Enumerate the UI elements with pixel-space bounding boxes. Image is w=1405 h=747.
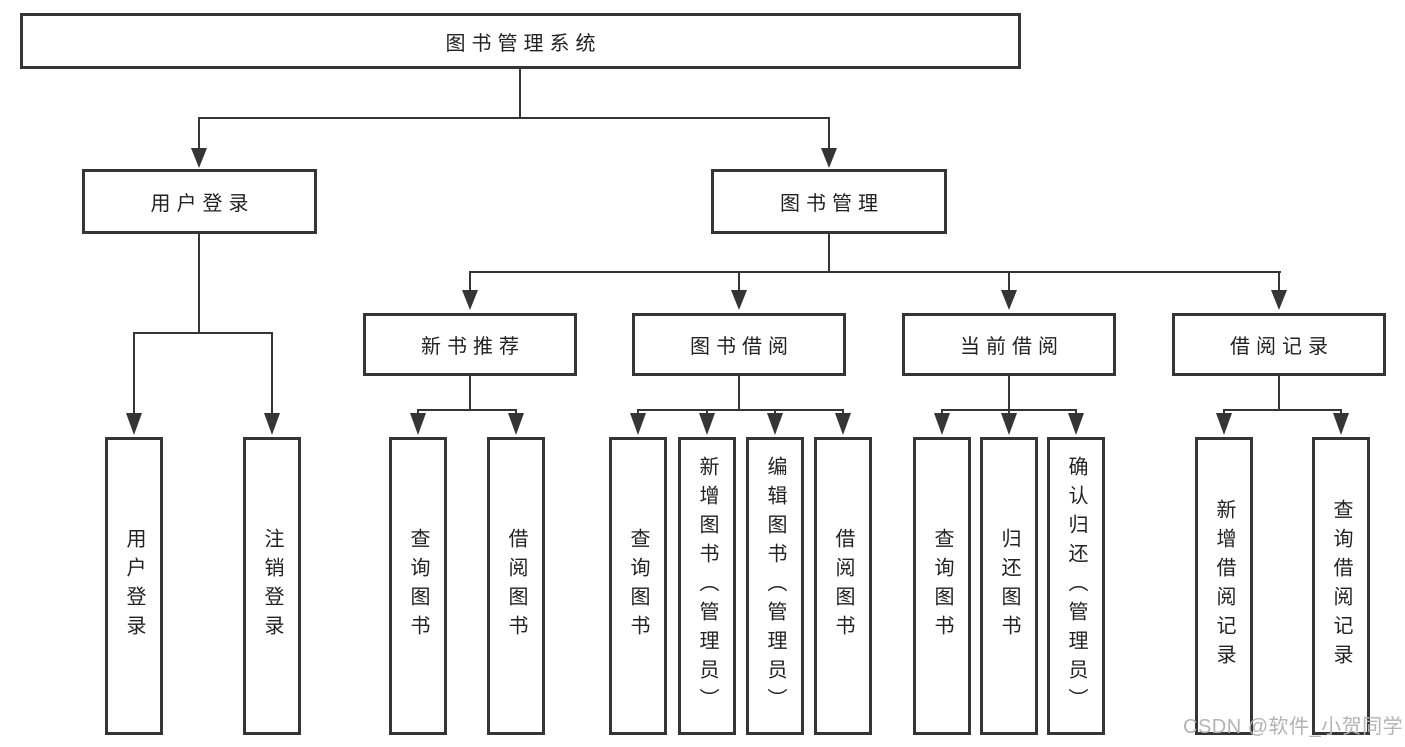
leaf-logout-label: 注销登录 xyxy=(261,528,283,644)
leaf-confirm-return-admin: 确认归还（管理员） xyxy=(1047,437,1105,735)
connector-stem-current-borrow xyxy=(1008,271,1010,291)
arrow-to-leaf-user-login xyxy=(126,413,142,435)
leaf-add-borrow-record-label: 新增借阅记录 xyxy=(1213,499,1235,673)
arrow-to-leaf-query-book-1 xyxy=(410,413,426,435)
node-book-borrow-label: 图书借阅 xyxy=(690,336,794,358)
connector-borrow-records-trunk xyxy=(1278,376,1280,411)
leaf-logout: 注销登录 xyxy=(243,437,301,735)
connector-root-trunk xyxy=(519,68,521,118)
leaf-query-book-1-label: 查询图书 xyxy=(407,528,429,644)
node-borrow-records: 借阅记录 xyxy=(1172,313,1386,376)
connector-stem-new-book xyxy=(469,271,471,291)
node-current-borrow: 当前借阅 xyxy=(902,313,1116,376)
leaf-borrow-book-2: 借阅图书 xyxy=(814,437,872,735)
arrow-to-leaf-borrow-book-1 xyxy=(508,413,524,435)
leaf-edit-book-admin: 编辑图书（管理员） xyxy=(746,437,804,735)
node-book-management: 图书管理 xyxy=(711,169,947,234)
arrow-to-leaf-add-borrow-record xyxy=(1216,413,1232,435)
connector-stem-leaf-logout xyxy=(271,332,273,414)
connector-new-book-rail xyxy=(417,409,517,411)
arrow-to-borrow-records xyxy=(1271,290,1287,310)
connector-book-borrow-rail xyxy=(637,409,844,411)
arrow-to-book-borrow xyxy=(731,290,747,310)
arrow-to-user-login xyxy=(191,148,207,168)
arrow-to-book-management xyxy=(821,148,837,168)
node-current-borrow-label: 当前借阅 xyxy=(960,336,1064,358)
arrow-to-leaf-logout xyxy=(264,413,280,435)
arrow-to-leaf-return-book xyxy=(1001,413,1017,435)
arrow-to-leaf-edit-book xyxy=(767,413,783,435)
node-book-borrow: 图书借阅 xyxy=(632,313,846,376)
arrow-to-leaf-add-book xyxy=(699,413,715,435)
connector-user-login-trunk xyxy=(198,234,200,333)
leaf-user-login: 用户登录 xyxy=(105,437,163,735)
leaf-confirm-return-admin-label: 确认归还（管理员） xyxy=(1065,455,1087,717)
leaf-query-book-3: 查询图书 xyxy=(913,437,971,735)
leaf-add-book-admin-label: 新增图书（管理员） xyxy=(696,455,718,717)
connector-borrow-records-rail xyxy=(1223,409,1342,411)
connector-level1-rail xyxy=(198,117,830,119)
connector-current-borrow-trunk xyxy=(1008,376,1010,411)
leaf-return-book: 归还图书 xyxy=(980,437,1038,735)
connector-user-login-rail xyxy=(133,332,273,334)
watermark-text: CSDN @软件_小贺同学 xyxy=(1183,716,1404,738)
leaf-edit-book-admin-label: 编辑图书（管理员） xyxy=(764,455,786,717)
arrow-to-new-book xyxy=(462,290,478,310)
node-new-book-recommend: 新书推荐 xyxy=(363,313,577,376)
node-root-label: 图书管理系统 xyxy=(445,32,602,55)
leaf-borrow-book-1-label: 借阅图书 xyxy=(505,528,527,644)
leaf-query-borrow-record: 查询借阅记录 xyxy=(1312,437,1370,735)
arrow-to-leaf-query-book-3 xyxy=(934,413,950,435)
node-user-login: 用户登录 xyxy=(82,169,317,234)
connector-stem-book-management xyxy=(828,117,830,150)
leaf-add-borrow-record: 新增借阅记录 xyxy=(1195,437,1253,735)
leaf-return-book-label: 归还图书 xyxy=(998,528,1020,644)
connector-stem-book-borrow xyxy=(738,271,740,291)
leaf-user-login-label: 用户登录 xyxy=(123,528,145,644)
node-book-management-label: 图书管理 xyxy=(780,193,884,215)
arrow-to-current-borrow xyxy=(1001,290,1017,310)
node-borrow-records-label: 借阅记录 xyxy=(1230,336,1334,358)
leaf-borrow-book-1: 借阅图书 xyxy=(487,437,545,735)
node-new-book-recommend-label: 新书推荐 xyxy=(421,336,525,358)
connector-stem-user-login xyxy=(198,117,200,150)
connector-stem-leaf-user-login xyxy=(133,332,135,414)
connector-level2-rail xyxy=(469,271,1281,273)
arrow-to-leaf-borrow-book-2 xyxy=(835,413,851,435)
leaf-query-book-2-label: 查询图书 xyxy=(627,528,649,644)
node-user-login-label: 用户登录 xyxy=(150,193,255,215)
connector-book-borrow-trunk xyxy=(738,376,740,411)
leaf-query-book-1: 查询图书 xyxy=(389,437,447,735)
leaf-borrow-book-2-label: 借阅图书 xyxy=(832,528,854,644)
connector-stem-borrow-records xyxy=(1278,271,1280,291)
leaf-query-book-3-label: 查询图书 xyxy=(931,528,953,644)
connector-new-book-trunk xyxy=(469,376,471,411)
leaf-add-book-admin: 新增图书（管理员） xyxy=(678,437,736,735)
connector-book-management-trunk xyxy=(828,234,830,273)
arrow-to-leaf-query-book-2 xyxy=(630,413,646,435)
leaf-query-book-2: 查询图书 xyxy=(609,437,667,735)
arrow-to-leaf-confirm-return xyxy=(1068,413,1084,435)
arrow-to-leaf-query-borrow-record xyxy=(1333,413,1349,435)
node-root: 图书管理系统 xyxy=(20,13,1021,69)
leaf-query-borrow-record-label: 查询借阅记录 xyxy=(1330,499,1352,673)
